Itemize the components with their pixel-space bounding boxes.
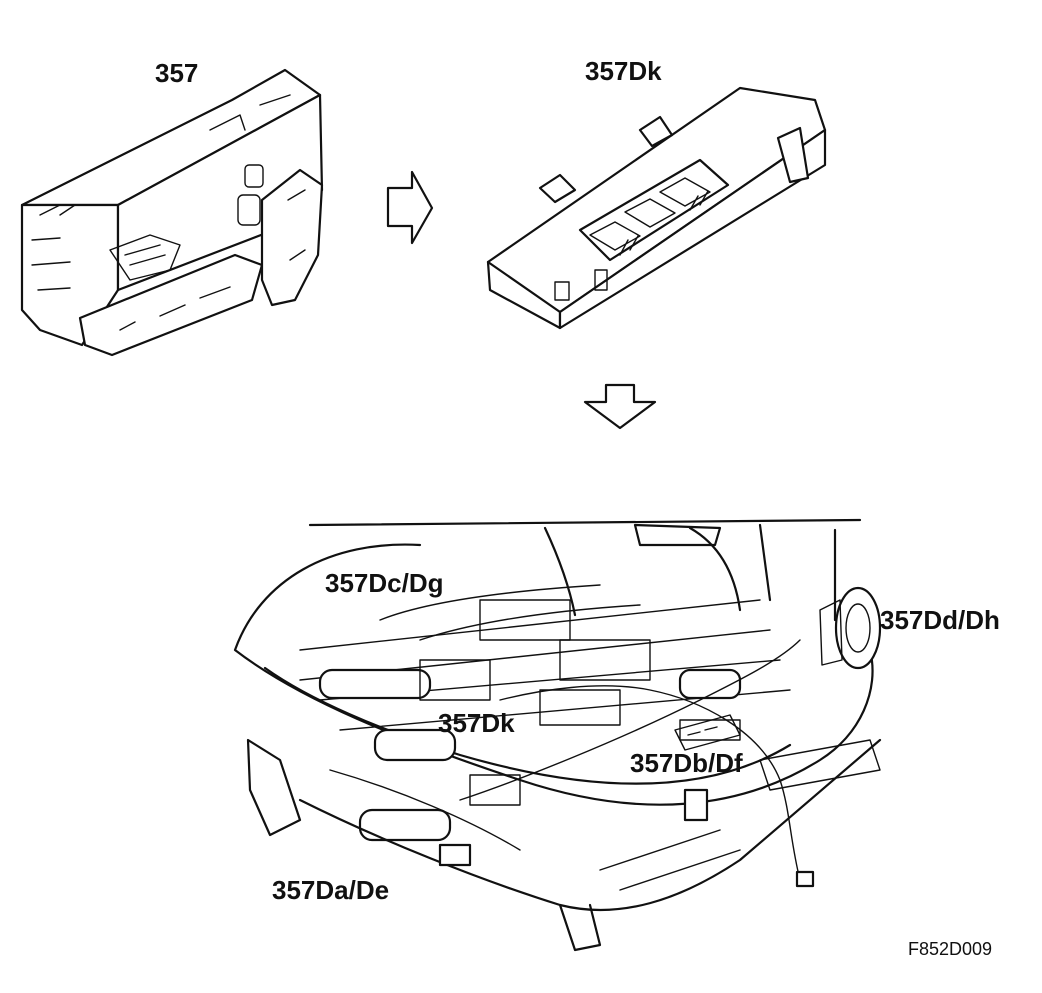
seat-frame-assembly [233, 518, 882, 952]
label-357dk-installed: 357Dk [438, 708, 515, 738]
seat-control-module [486, 86, 827, 330]
label-357db-df: 357Db/Df [630, 748, 743, 778]
outline-arrow-right-icon [386, 170, 434, 245]
seat-switch-assembly [20, 68, 324, 357]
label-357da-de: 357Da/De [272, 875, 390, 905]
label-357: 357 [155, 58, 199, 88]
label-357dd-dh: 357Dd/Dh [880, 605, 1000, 635]
label-357dc-dg: 357Dc/Dg [325, 568, 444, 598]
label-357dk-module: 357Dk [585, 56, 662, 86]
outline-arrow-down-icon [583, 383, 657, 430]
figure-code: F852D009 [908, 939, 993, 959]
